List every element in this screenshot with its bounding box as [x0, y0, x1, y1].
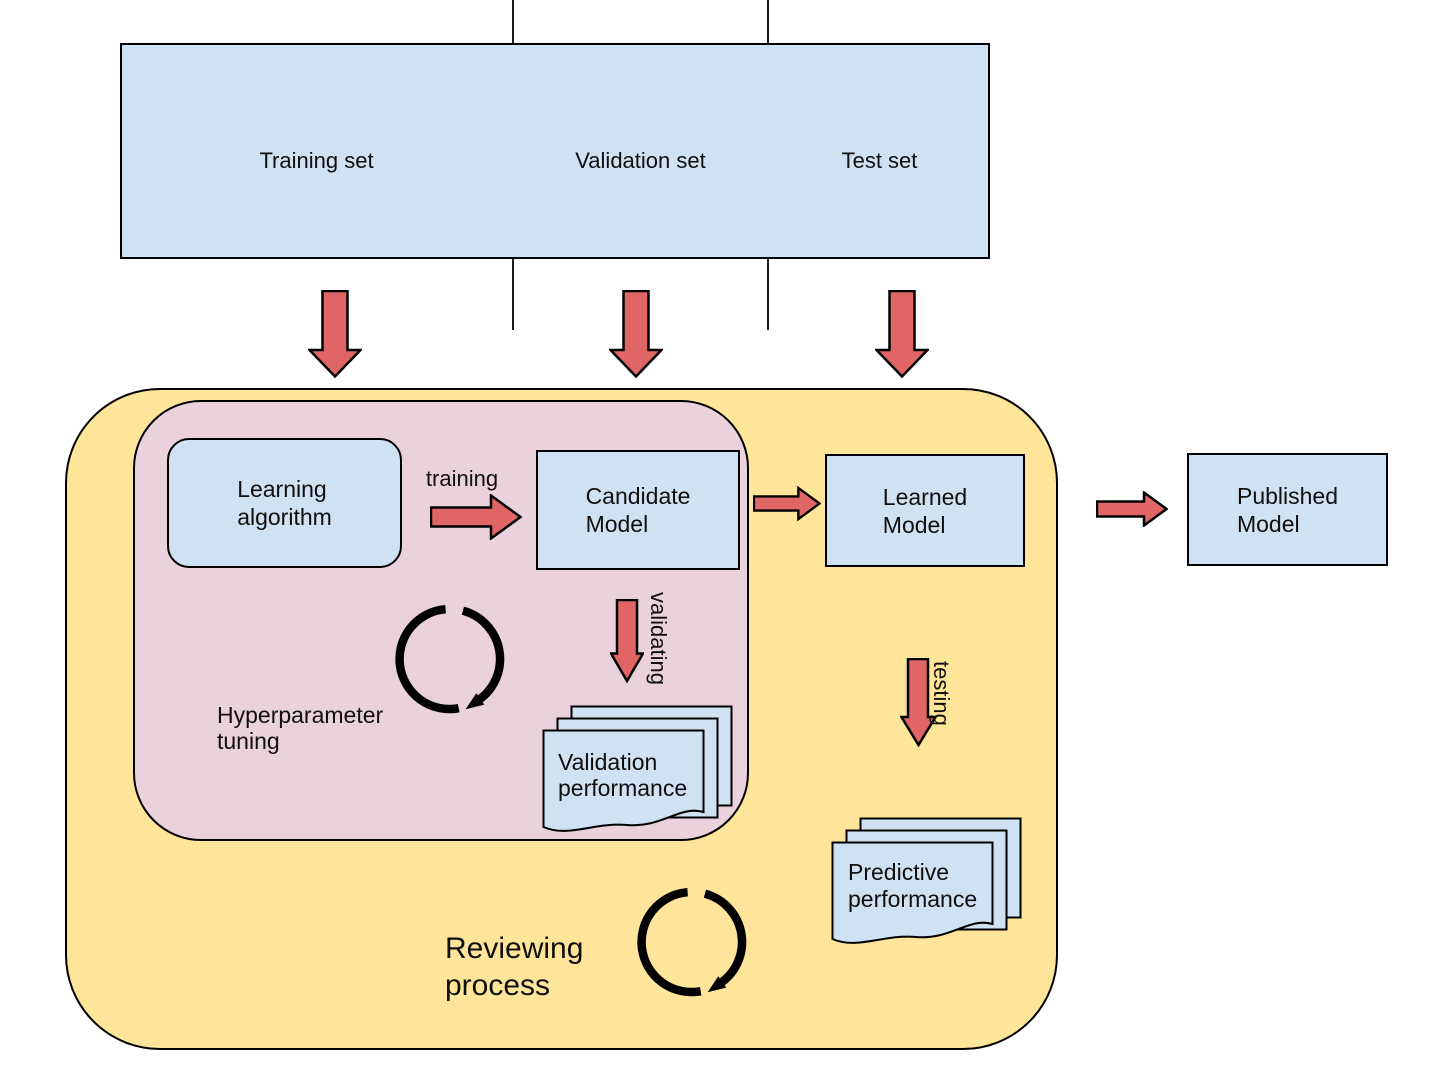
reviewing-process-label-line2: process	[445, 969, 551, 1002]
validation-performance-label-line1: Validation	[558, 749, 658, 775]
validation-performance-stack-icon	[542, 705, 733, 832]
down-arrow-test-icon	[875, 290, 929, 378]
dataset-label-test: Test set	[841, 148, 918, 173]
candidate-to-learned-arrow-icon	[753, 486, 821, 521]
hyperparameter-tuning-label: Hyperparameter tuning	[217, 702, 437, 754]
reviewing-process-label-line1: Reviewing	[445, 932, 584, 965]
dataset-strip-box	[120, 43, 990, 259]
candidate-model-label-line2: Model	[585, 511, 649, 537]
predictive-performance-label-line2: performance	[848, 886, 978, 912]
training-arrow-icon	[430, 494, 522, 540]
published-model-label-line2: Model	[1236, 510, 1300, 537]
reviewing-process-label: Reviewing process	[445, 930, 685, 1004]
training-edge-label: training	[425, 466, 499, 491]
down-arrow-validation-icon	[609, 290, 663, 378]
dataset-label-validation: Validation set	[575, 148, 706, 173]
published-model-label-line1: Published	[1236, 482, 1339, 509]
validating-arrow-icon	[610, 599, 644, 683]
down-arrow-training-icon	[308, 290, 362, 378]
predictive-performance-label-line1: Predictive	[848, 859, 949, 885]
hyperparameter-tuning-label-line2: tuning	[217, 728, 280, 754]
hyperparameter-tuning-label-line1: Hyperparameter	[217, 702, 384, 728]
testing-arrow-icon	[900, 658, 937, 747]
candidate-model-label-line1: Candidate	[585, 483, 691, 509]
learning-algorithm-label-line2: algorithm	[237, 504, 332, 530]
dataset-label-training: Training set	[259, 148, 374, 173]
predictive-performance-label: Predictive performance	[848, 859, 1018, 913]
hyperparameter-loop-icon	[395, 604, 505, 714]
learning-algorithm-label-line1: Learning	[237, 476, 327, 502]
learned-model-label-line2: Model	[882, 511, 946, 538]
validating-edge-label: validating	[646, 592, 671, 685]
learned-to-published-arrow-icon	[1096, 491, 1168, 527]
validation-performance-label-line2: performance	[558, 775, 688, 801]
learned-model-label-line1: Learned	[882, 483, 968, 510]
published-model-node: Published Model	[1187, 453, 1388, 566]
testing-edge-label: testing	[929, 661, 954, 726]
validation-performance-label: Validation performance	[558, 749, 728, 801]
predictive-performance-stack-icon	[831, 817, 1022, 944]
learned-model-node: Learned Model	[825, 454, 1025, 567]
reviewing-loop-icon	[637, 887, 747, 997]
candidate-model-node: Candidate Model	[536, 450, 740, 570]
learning-algorithm-node: Learning algorithm	[167, 438, 402, 568]
